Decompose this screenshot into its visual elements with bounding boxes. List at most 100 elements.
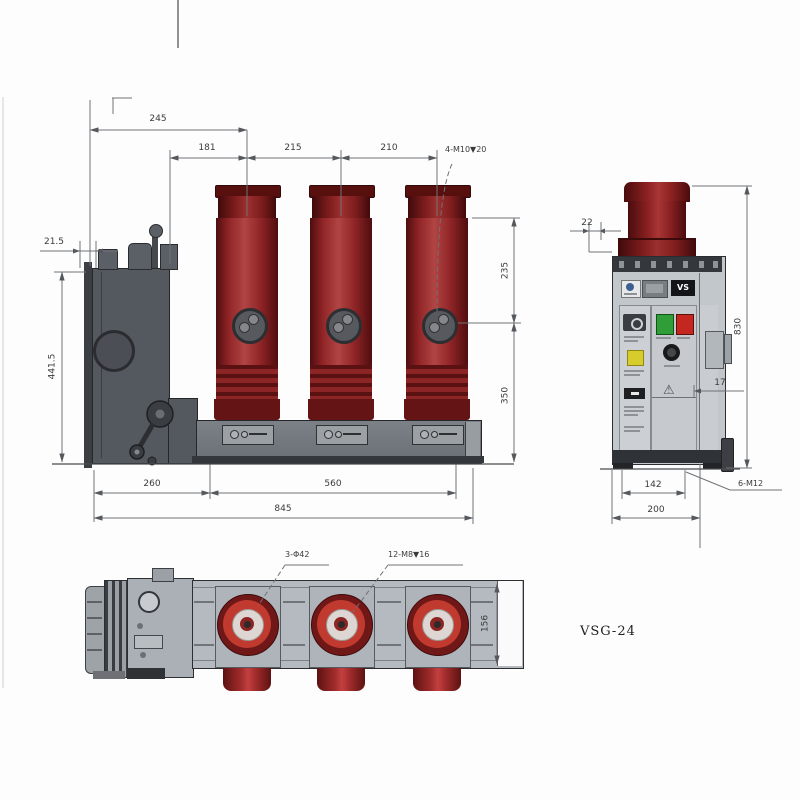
panel-text-bar (677, 337, 690, 339)
bottom-mech-connector (127, 668, 165, 679)
rail-slot (471, 644, 493, 646)
pole-neck (312, 196, 370, 219)
callout-threads: 12-M8▼16 (388, 550, 430, 559)
model-label: VSG-24 (580, 624, 636, 639)
pole-cutout-line (249, 433, 267, 435)
rail-slot (283, 601, 305, 603)
bottom-mech-endcap (85, 586, 106, 674)
front-mech-hole (93, 330, 135, 372)
front-base-strip (192, 456, 484, 463)
pole-boss-pin-a (342, 314, 353, 325)
dim-depth: 200 (647, 505, 665, 515)
yellow-indicator[interactable] (627, 350, 644, 366)
side-damper-bolt (721, 438, 734, 472)
pole-cutout-bolt2 (335, 431, 342, 438)
flange-center (433, 620, 441, 628)
warning-icon: ⚠ (663, 383, 675, 398)
cabinet-bolt (683, 261, 688, 268)
brand-logo-plate (621, 280, 641, 298)
dim-height: 441.5 (47, 353, 58, 380)
panel-center-column: ⚠ (651, 305, 697, 457)
callout-base-thread: 6-M12 (738, 479, 764, 488)
pole-cutout-line (343, 433, 361, 435)
pole-cutout-bolt (324, 430, 333, 439)
mech-slot (134, 635, 163, 649)
front-mech-top-block-b (128, 243, 152, 270)
pole-ribs (216, 365, 278, 400)
pole-cutout-bolt2 (431, 431, 438, 438)
bottom-mech-bellows (104, 580, 129, 678)
side-bushing-body (628, 201, 686, 240)
pole-flange (308, 399, 374, 420)
nameplate-inner (646, 284, 663, 293)
panel-text-bar (656, 337, 671, 339)
pole-boss (326, 308, 362, 344)
dim-upper-height: 235 (500, 261, 511, 280)
endcap-ridge (87, 601, 102, 603)
panel-text-bar (624, 406, 644, 408)
side-bushing-cap (624, 182, 690, 202)
dim-pitch-1: 181 (198, 143, 216, 153)
callout-top-thread: 4-M10▼20 (445, 145, 487, 154)
endcap-ridge (87, 649, 102, 651)
dim-base-right: 560 (324, 479, 342, 489)
indicator-window (623, 314, 646, 331)
front-mech-rod (152, 232, 158, 268)
callout-holes: 3-Φ42 (285, 550, 310, 559)
front-mech-top-block-a (98, 249, 118, 270)
flange-center (243, 620, 251, 628)
charge-indicator-dash (631, 392, 639, 395)
pole-boss-pin-a (248, 314, 259, 325)
rail-end-plate (497, 581, 522, 666)
pole-ribs (310, 365, 372, 400)
dim-top-width: 245 (149, 114, 167, 124)
indicator-ring-icon (631, 318, 643, 330)
rail-slot (194, 644, 214, 646)
bottom-mech-tab (152, 568, 174, 582)
pole-flange (214, 399, 280, 420)
front-mech-top-block-c (160, 244, 178, 270)
rail-slot (471, 601, 493, 603)
nameplate-window (642, 280, 668, 298)
cabinet-bolt (651, 261, 656, 268)
pole-cutout-line (439, 433, 457, 435)
pole-flange (404, 399, 470, 420)
dim-total-width: 845 (274, 504, 292, 514)
dim-base-left: 260 (143, 479, 161, 489)
panel-text-bar (624, 374, 640, 376)
pole-boss-pin-b (429, 322, 440, 333)
operation-knob[interactable] (663, 344, 680, 361)
pole-body (216, 218, 278, 367)
front-rail-end-cap (465, 422, 480, 460)
pole-boss-pin-b (333, 322, 344, 333)
pole-boss (422, 308, 458, 344)
dim-left-offset: 21.5 (43, 237, 65, 247)
mech-bolt (137, 623, 143, 629)
hinge-bump (724, 334, 732, 364)
brand-logo-icon (626, 283, 634, 291)
charge-indicator-slot (624, 388, 645, 399)
front-mechanism-backplate (84, 262, 92, 468)
rail-slot (194, 601, 214, 603)
dim-pitch-2: 215 (284, 143, 302, 153)
mech-bolt (140, 652, 146, 658)
endcap-ridge (87, 617, 102, 619)
pole-body (310, 218, 372, 367)
pole-body (406, 218, 468, 367)
cabinet-bolt (667, 261, 672, 268)
open-button[interactable] (676, 314, 694, 335)
close-button[interactable] (656, 314, 674, 335)
side-cabinet: VS (612, 256, 726, 465)
rail-slot (283, 644, 305, 646)
mech-port (138, 591, 160, 613)
cabinet-bolt (619, 261, 624, 268)
side-foot-left (613, 463, 633, 469)
dim-pitch-3: 210 (380, 143, 398, 153)
pole-neck (408, 196, 466, 219)
door-split-line (652, 397, 696, 398)
panel-left-column (619, 305, 651, 457)
pole-cutout-bolt2 (241, 431, 248, 438)
pole-cutout-bolt (420, 430, 429, 439)
rail-slot (377, 601, 401, 603)
